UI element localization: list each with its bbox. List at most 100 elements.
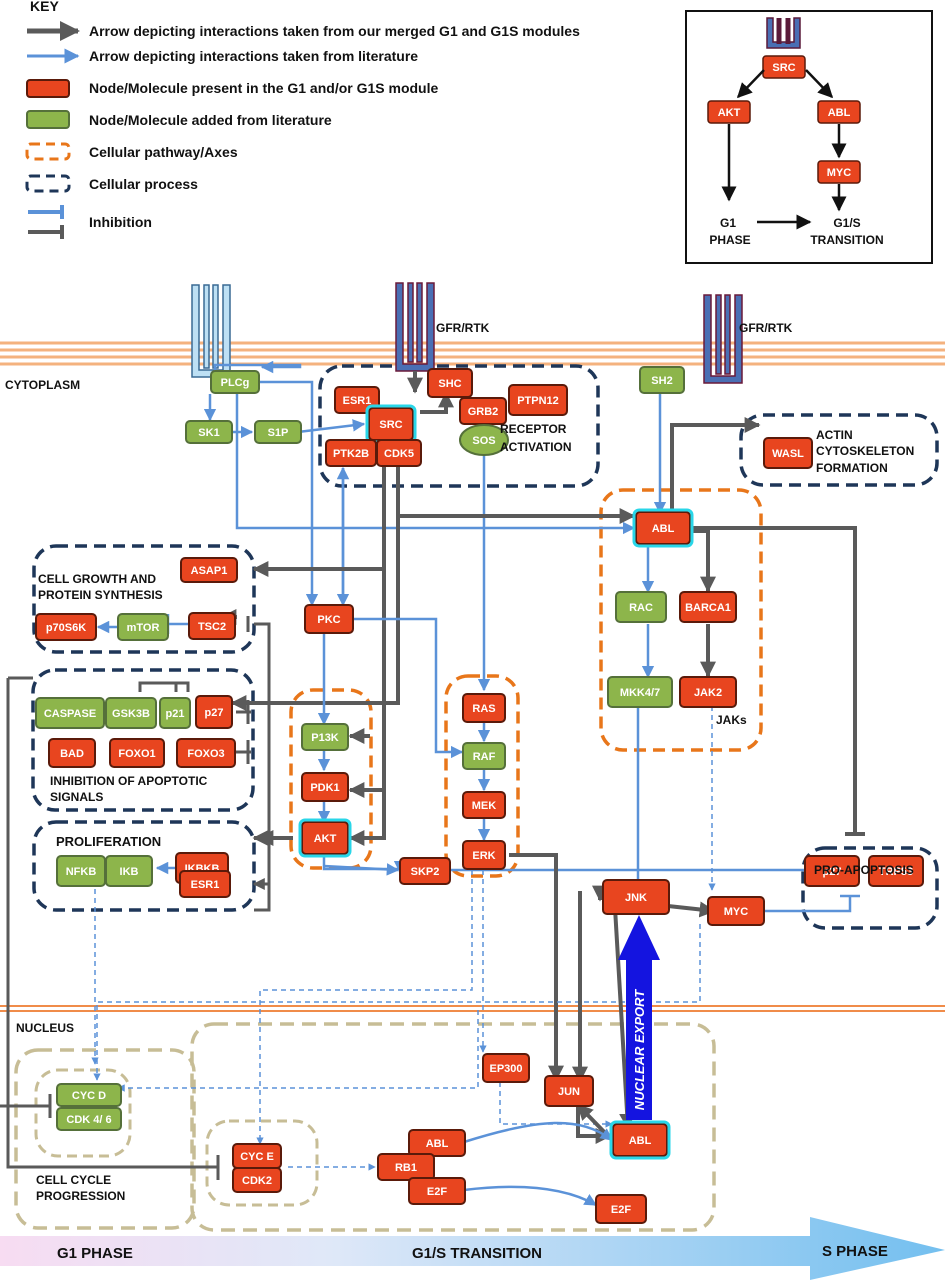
ptk2b-node: PTK2B [325,439,377,467]
node-shape [459,397,507,425]
node-label: JAK2 [694,687,722,699]
mapk-pathway-box [444,674,520,878]
receptor-activation-label: ACTIVATION [500,440,572,454]
literature-dashed-arrow [93,924,701,1081]
inset-g1-label: G1 [720,216,736,230]
node-label: AKT [314,833,337,845]
module-arrow [667,901,716,918]
node-label: MYC [724,906,749,918]
node-label: RAF [473,751,496,763]
node-label: CDK2 [242,1175,272,1187]
actin-cytoskeleton-box [739,413,939,487]
literature-arrow [463,1121,614,1144]
node-label: ABL [426,1138,449,1150]
node-shape [301,821,349,855]
node-shape [408,1177,466,1205]
node-shape [462,742,506,770]
module-arrow [602,889,636,1130]
abl-rb-node: ABL [408,1129,466,1157]
literature-arrow [463,1185,598,1207]
node-shape [639,366,685,394]
node-shape [607,676,673,708]
p21-node: p21 [159,697,191,729]
node-label: MEK [472,800,497,812]
cell-growth-label: PROTEIN SYNTHESIS [38,588,163,602]
rb1-node: RB1 [377,1153,435,1181]
inhibition-apoptotic-label: SIGNALS [50,790,103,804]
gfr-rtk-receptor-icon [416,282,423,363]
node-shape [679,676,737,708]
plcg-receptor-icon [191,284,231,378]
nucleus-label: NUCLEUS [16,1021,74,1035]
sh2-node: SH2 [639,366,685,394]
skp2-node: SKP2 [399,857,451,885]
grb2-node: GRB2 [459,397,507,425]
bad-node: BAD [48,738,96,768]
node-shape [105,697,157,729]
node-shape [482,1053,530,1083]
node-label: S1P [268,427,289,439]
cyce-box [205,1119,319,1207]
node-shape [615,591,667,623]
node-label: E2F [611,1204,631,1216]
node-label: JNK [625,892,647,904]
receptor-activation-label: RECEPTOR [500,422,567,436]
caspase-node: CASPASE [35,697,105,729]
trp53-node: TRP53 [868,855,924,887]
node-shape [707,896,765,926]
literature-arrow [345,617,464,759]
jak2-node: JAK2 [679,676,737,708]
jaks-label: JAKs [716,713,747,727]
abl-pathway-box [599,488,763,752]
node-shape [105,855,153,887]
inset-arrow [736,69,765,99]
erk-node: ERK [462,840,506,870]
nfkb-node: NFKB [56,855,106,887]
inhibition-line [6,676,218,1169]
node-shape [176,738,236,768]
literature-arrow [235,394,636,535]
node-label: MKK4/7 [620,687,660,699]
node-label: PDK1 [310,782,339,794]
node-shape [612,1123,668,1157]
node-shape [408,1129,466,1157]
node-label: E2F [427,1186,447,1198]
node-label: NFKB [66,866,97,878]
node-shape [117,613,169,641]
raf-node: RAF [462,742,506,770]
esr1-prolif-node: ESR1 [179,870,231,898]
plcg-node: PLCg [210,370,260,394]
cell-membrane [0,341,945,366]
node-shape [377,1153,435,1181]
node-shape [462,840,506,870]
node-shape [544,1075,594,1107]
node-label: RAS [472,703,495,715]
node-label: RB1 [395,1162,417,1174]
node-label: P13K [311,732,339,744]
inset-g1-label: PHASE [709,233,750,247]
foxo3-node: FOXO3 [176,738,236,768]
ptpn12-node: PTPN12 [508,384,568,416]
inhibition-line [690,526,857,834]
cytoplasm-label: CYTOPLASM [5,378,80,392]
key-module-node [26,79,70,98]
rac-node: RAC [615,591,667,623]
pro-apoptosis-box [801,846,939,930]
g1-phase-box [14,1048,196,1230]
node-shape [185,420,233,444]
node-shape [399,857,451,885]
cdk46-node: CDK 4/ 6 [56,1107,122,1131]
cell-growth-label: CELL GROWTH AND [38,572,156,586]
node-label: CYC D [72,1090,106,1102]
actin-label: FORMATION [816,461,888,475]
module-arrow [230,462,400,711]
node-label: SKP2 [411,866,440,878]
key-item-label: Arrow depicting interactions taken from … [89,23,580,39]
node-shape [459,424,509,456]
proliferation-label: PROLIFERATION [56,834,161,849]
node-label: CDK 4/ 6 [66,1114,111,1126]
actin-label: CYTOSKELETON [816,444,914,458]
node-shape [254,420,302,444]
literature-dashed-arrow [117,1010,479,1092]
